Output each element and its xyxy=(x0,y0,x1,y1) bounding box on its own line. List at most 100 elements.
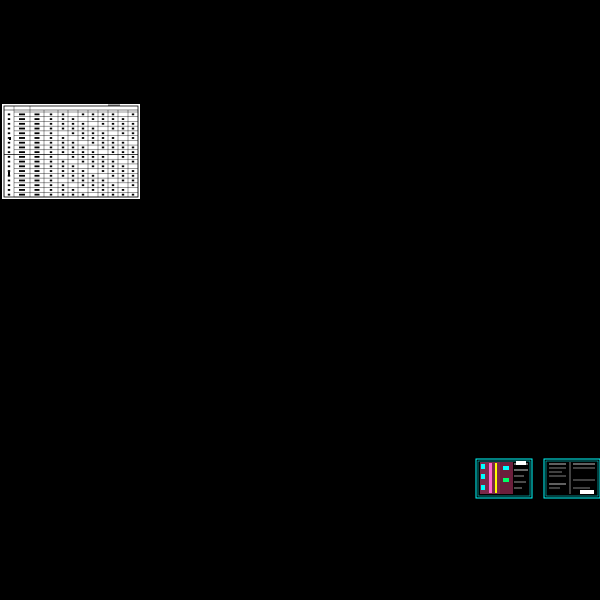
table-cell-mark xyxy=(61,184,65,187)
table-cell-mark xyxy=(61,193,65,196)
table-cell-mark xyxy=(101,122,105,125)
table-cell-mark xyxy=(91,151,95,154)
table-cell-mark xyxy=(81,155,85,158)
table-cell-mark xyxy=(131,155,135,158)
table-cell-mark xyxy=(61,127,65,130)
table-cell-mark xyxy=(101,160,105,163)
table-cell-mark xyxy=(19,184,25,187)
table-cell-mark xyxy=(71,170,75,172)
table-cell-mark xyxy=(61,160,65,163)
table-cell-mark xyxy=(81,122,85,125)
table-cell-mark xyxy=(71,189,75,191)
table-cell-mark xyxy=(111,151,115,154)
table-cell-mark xyxy=(34,122,40,125)
table-cell-mark xyxy=(91,141,95,144)
table-cell-mark xyxy=(111,137,115,139)
table-cell-mark xyxy=(7,184,11,187)
table-cell-mark xyxy=(71,151,75,154)
table-cell-mark xyxy=(111,141,115,144)
table-cell-mark xyxy=(19,127,25,130)
table-cell-mark xyxy=(71,127,75,130)
table-cell-mark xyxy=(19,193,25,196)
table-cell-mark xyxy=(61,118,65,120)
table-cell-mark xyxy=(49,132,53,135)
table-cell-mark xyxy=(7,122,11,125)
table-cell-mark xyxy=(131,179,135,182)
table-cell-mark xyxy=(121,118,125,120)
drawing-sheet-plan[interactable] xyxy=(475,458,533,499)
table-cell-mark xyxy=(111,193,115,196)
table-cell-mark xyxy=(91,174,95,177)
table-cell-mark xyxy=(81,193,85,196)
table-cell-mark xyxy=(101,132,105,135)
table-cell-mark xyxy=(131,184,135,187)
table-cell-mark xyxy=(131,160,135,163)
table-cell-mark xyxy=(91,189,95,191)
drawing-sheet-notes[interactable] xyxy=(543,458,600,499)
table-cell-mark xyxy=(101,193,105,196)
table-cell-mark xyxy=(19,179,25,182)
table-cell-mark xyxy=(121,132,125,135)
table-cell-mark xyxy=(49,179,53,182)
table-cell-mark xyxy=(91,179,95,182)
table-cell-mark xyxy=(101,189,105,191)
schedule-table[interactable] xyxy=(2,104,140,199)
table-cell-mark xyxy=(49,193,53,196)
table-cell-mark xyxy=(81,184,85,187)
table-cell-mark xyxy=(19,122,25,125)
table-cell-mark xyxy=(81,146,85,149)
table-cell-mark xyxy=(131,151,135,154)
table-cell-mark xyxy=(34,184,40,187)
table-cell-mark xyxy=(101,170,105,172)
table-cell-mark xyxy=(111,165,115,168)
table-cell-mark xyxy=(61,174,65,177)
table-cell-mark xyxy=(49,113,53,116)
table-cell-mark xyxy=(121,146,125,149)
table-cell-mark xyxy=(19,174,25,177)
table-cell-mark xyxy=(81,179,85,182)
sheet1-room-2 xyxy=(481,474,485,479)
table-cell-mark xyxy=(81,127,85,130)
table-cell-mark xyxy=(49,137,53,139)
table-cell-mark xyxy=(19,155,25,158)
table-cell-mark xyxy=(49,122,53,125)
table-cell-mark xyxy=(7,179,11,182)
table-cell-mark xyxy=(49,151,53,154)
table-cell-mark xyxy=(121,122,125,125)
table-cell-mark xyxy=(71,165,75,168)
table-cell-mark xyxy=(121,151,125,154)
table-cell-mark xyxy=(111,170,115,172)
sheet1-corridor xyxy=(489,463,492,493)
table-cell-mark xyxy=(34,174,40,177)
table-cell-mark xyxy=(49,127,53,130)
table-cell-mark xyxy=(34,118,40,120)
table-cell-mark xyxy=(19,165,25,168)
table-section-mark xyxy=(8,172,10,175)
table-cell-mark xyxy=(131,137,135,139)
table-cell-mark xyxy=(71,141,75,144)
table-cell-mark xyxy=(7,174,11,177)
table-cell-mark xyxy=(61,113,65,116)
table-cell-mark xyxy=(49,189,53,191)
table-cell-mark xyxy=(91,113,95,116)
table-cell-mark xyxy=(121,193,125,196)
table-cell-mark xyxy=(121,189,125,191)
table-cell-mark xyxy=(19,141,25,144)
table-cell-mark xyxy=(71,118,75,120)
table-cell-mark xyxy=(81,113,85,116)
table-cell-mark xyxy=(61,122,65,125)
table-cell-mark xyxy=(34,151,40,154)
table-cell-mark xyxy=(49,155,53,158)
sheet2-inner-frame xyxy=(545,460,599,497)
table-cell-mark xyxy=(121,170,125,172)
table-cell-mark xyxy=(131,122,135,125)
table-cell-mark xyxy=(101,141,105,144)
table-cell-mark xyxy=(7,155,11,158)
table-cell-mark xyxy=(101,155,105,158)
table-cell-mark xyxy=(121,179,125,182)
table-cell-mark xyxy=(61,141,65,144)
table-cell-mark xyxy=(81,151,85,154)
table-cell-mark xyxy=(131,170,135,172)
table-cell-mark xyxy=(19,113,25,116)
